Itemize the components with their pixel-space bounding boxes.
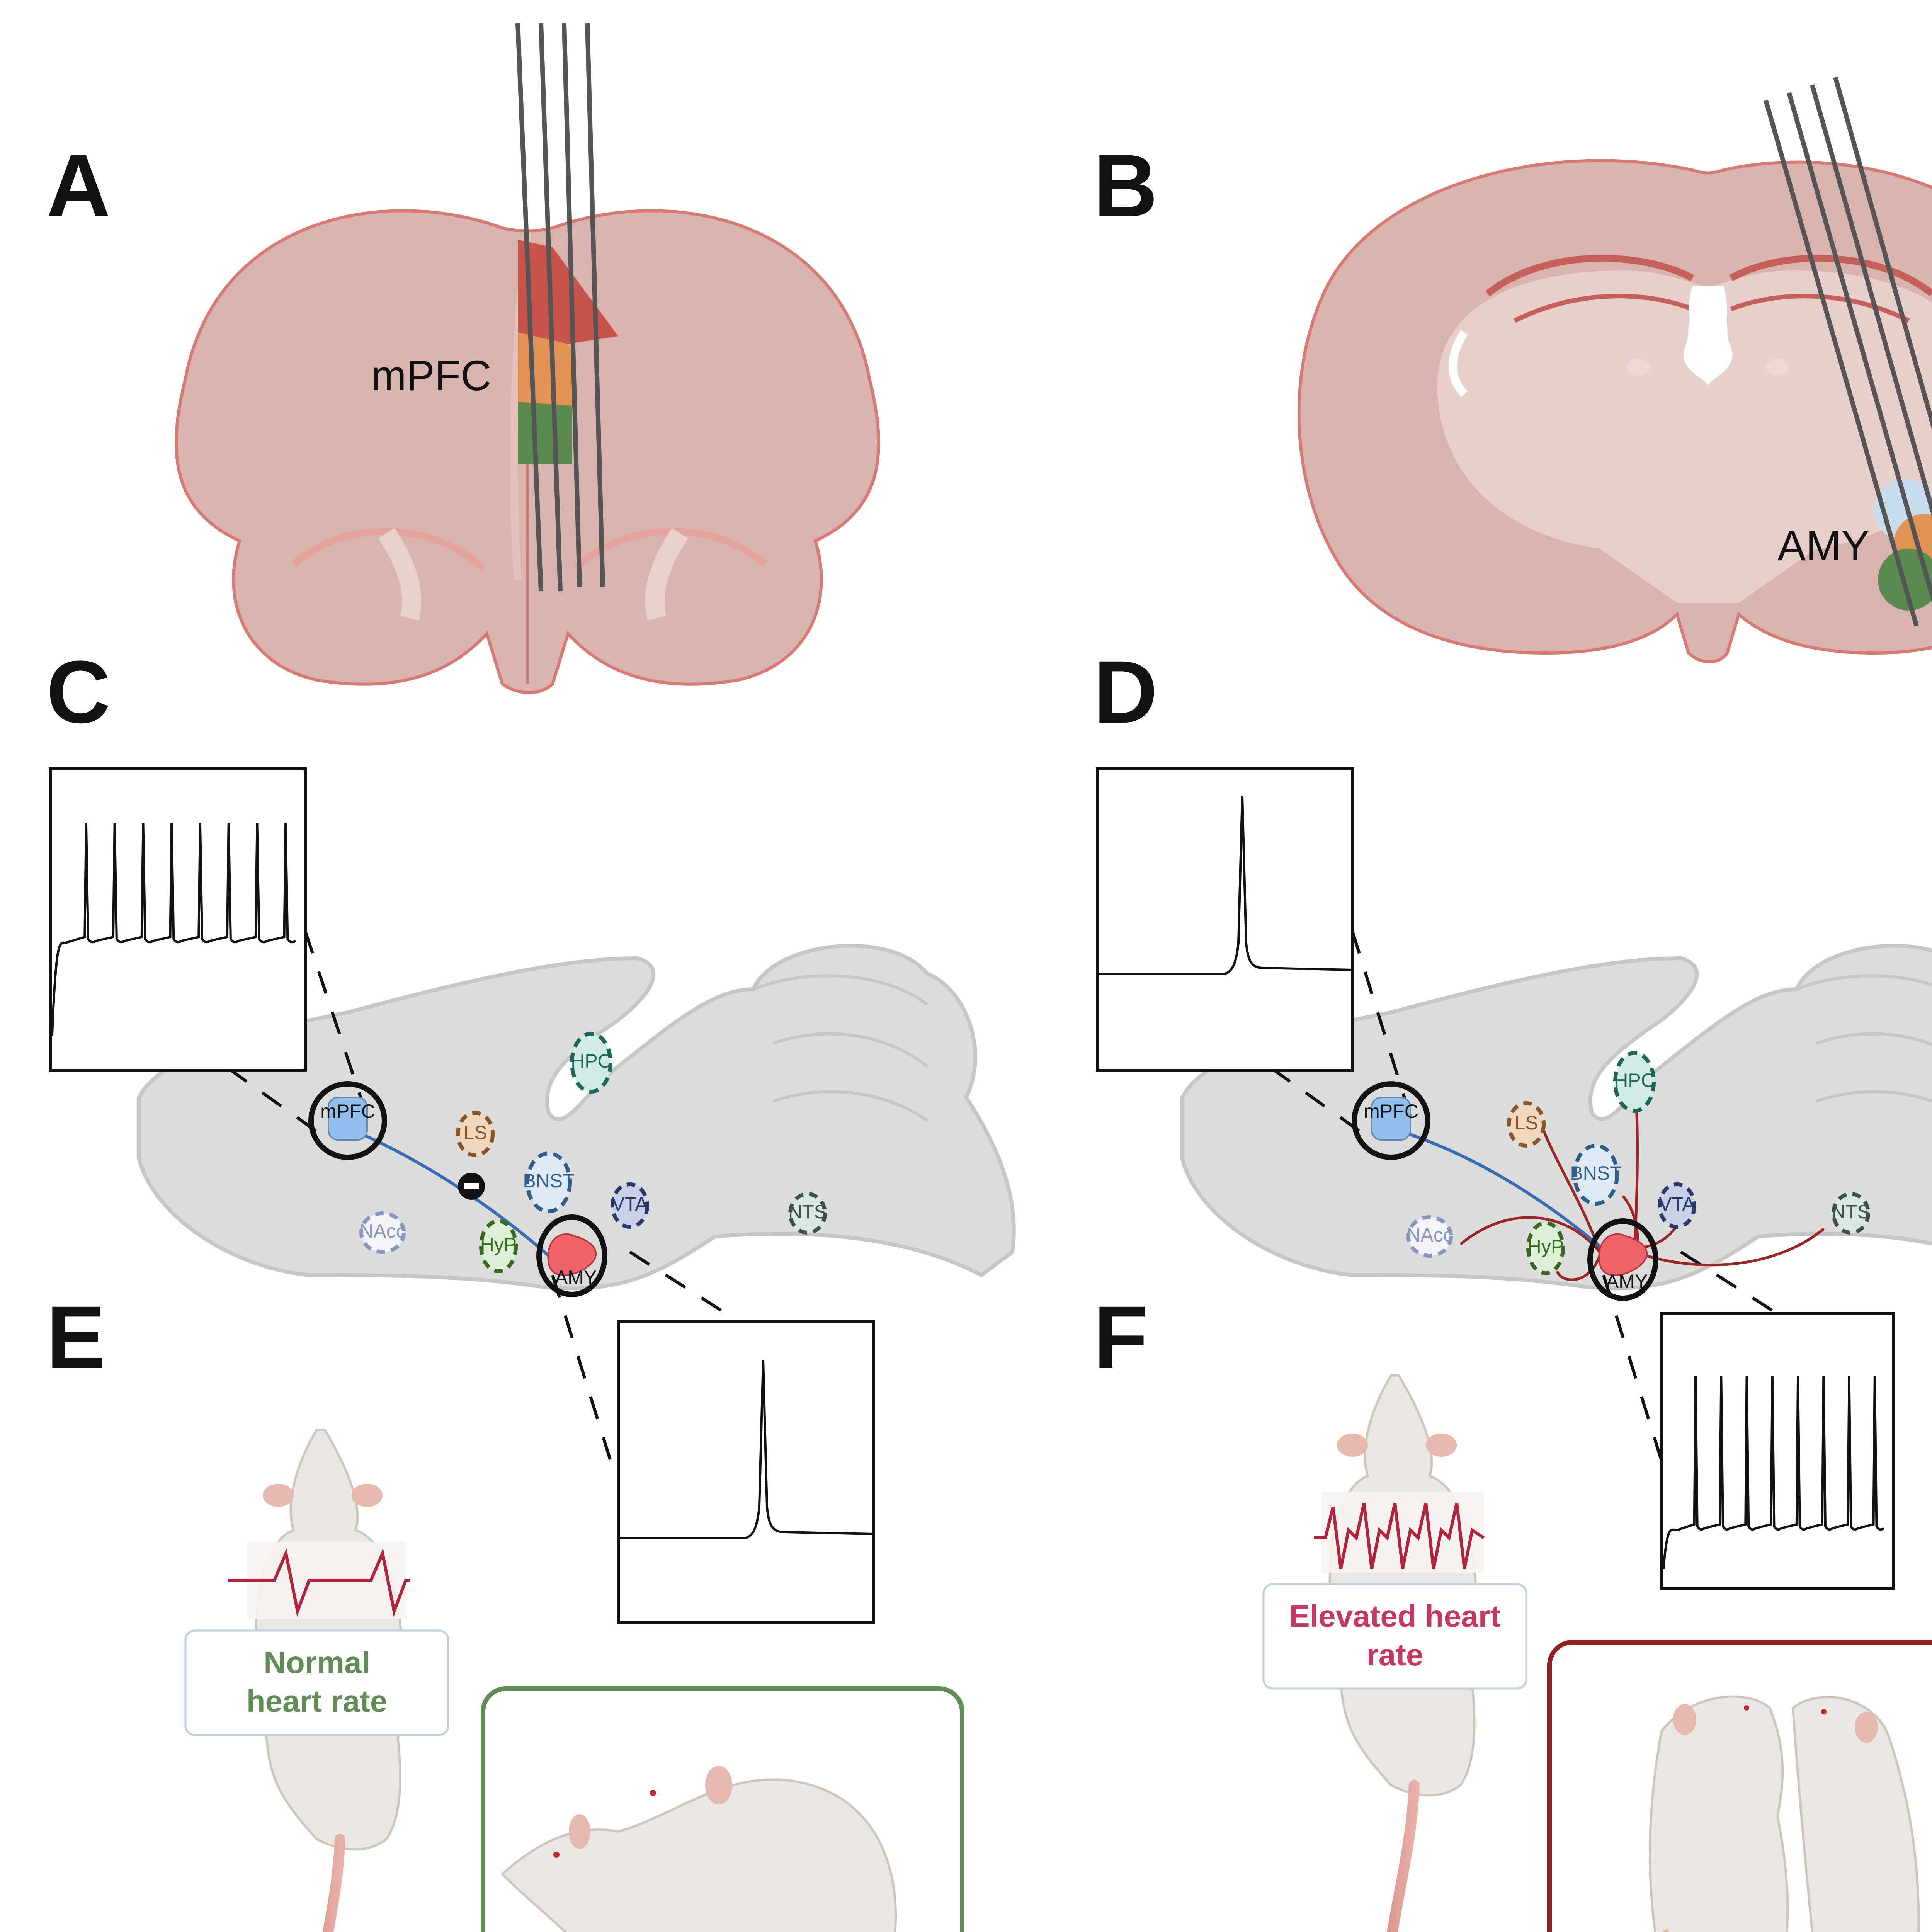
svg-text:BNST: BNST [1570, 1162, 1621, 1184]
svg-text:heart rate: heart rate [247, 1684, 388, 1718]
panel-f: F Elevated heart rate [1094, 1287, 1932, 1932]
trace-box-d-mpfc [1096, 767, 1354, 1072]
svg-text:AMY: AMY [555, 1267, 597, 1288]
svg-text:LS: LS [463, 1122, 487, 1143]
svg-text:HyP: HyP [480, 1234, 517, 1255]
region-hpc-d: HPC [1613, 1051, 1656, 1113]
svg-text:HPC: HPC [571, 1050, 612, 1072]
region-hyp-c: HyP [479, 1219, 518, 1273]
region-bnst-c: BNST [523, 1151, 575, 1213]
region-nacc-d: NAcc [1406, 1215, 1453, 1258]
region-vta-d: VTA [1658, 1182, 1696, 1229]
ecg-normal [228, 1548, 410, 1617]
svg-text:rate: rate [1367, 1638, 1423, 1672]
svg-text:VTA: VTA [1659, 1193, 1695, 1215]
svg-text:BNST: BNST [523, 1170, 574, 1192]
electrode-array-b [1764, 77, 1932, 627]
region-amy-d: AMY [1587, 1218, 1658, 1301]
svg-text:Elevated heart: Elevated heart [1289, 1599, 1501, 1633]
panel-e: E Normal heart rate Play [46, 1287, 964, 1932]
region-hyp-d: HyP [1526, 1221, 1565, 1275]
serious-fighting-box: Serious fighting [1547, 1640, 1932, 1932]
panel-letter-d: D [1094, 642, 1158, 742]
inhibition-marker [458, 1173, 485, 1200]
electrode-array-a [515, 23, 605, 592]
mpfc-label-a: mPFC [371, 352, 492, 400]
panel-letter-e: E [46, 1287, 105, 1387]
region-amy-c: AMY [536, 1214, 607, 1297]
svg-text:NTS: NTS [788, 1201, 827, 1223]
panel-letter-b: B [1094, 136, 1158, 235]
panel-a: A mPFC [46, 23, 880, 694]
coronal-brain-a: mPFC [175, 23, 880, 694]
region-mpfc-d: mPFC [1352, 1081, 1430, 1160]
trace-box-d-amy [1660, 1312, 1895, 1590]
panel-letter-f: F [1094, 1287, 1148, 1387]
panel-d: D mPFC LS [1094, 642, 1932, 1590]
svg-text:mPFC: mPFC [320, 1100, 375, 1122]
trace-box-c-mpfc [49, 767, 307, 1072]
sagittal-brain-d [1180, 944, 1932, 1291]
panel-letter-a: A [46, 136, 111, 235]
region-bnst-d: BNST [1570, 1144, 1622, 1206]
trace-box-c-amy [617, 1320, 875, 1624]
mpfc-amy-projection-c [347, 1127, 550, 1257]
region-vta-c: VTA [611, 1182, 649, 1229]
zoom-lines-d [1235, 930, 1779, 1461]
panel-b: B AMY [1094, 77, 1932, 663]
region-mpfc-c: mPFC [308, 1081, 387, 1160]
region-ls-c: LS [456, 1111, 495, 1157]
region-hpc-c: HPC [570, 1032, 612, 1094]
svg-text:VTA: VTA [612, 1193, 648, 1215]
svg-text:NAcc: NAcc [1406, 1224, 1452, 1246]
play-fighting-rats-illustration [500, 1766, 897, 1932]
amy-label-b: AMY [1777, 522, 1869, 570]
svg-text:AMY: AMY [1606, 1270, 1648, 1292]
svg-text:LS: LS [1514, 1112, 1538, 1134]
region-ls-d: LS [1507, 1101, 1546, 1148]
panel-letter-c: C [46, 642, 111, 742]
svg-text:Normal: Normal [264, 1645, 370, 1680]
heart-rate-box-e: Normal heart rate [184, 1629, 449, 1736]
region-nts-c: NTS [788, 1192, 827, 1235]
serious-fighting-rats-illustration [1649, 1695, 1920, 1932]
ecg-elevated [1314, 1503, 1485, 1569]
svg-text:NTS: NTS [1832, 1201, 1870, 1223]
svg-text:HPC: HPC [1614, 1070, 1655, 1091]
svg-text:HyP: HyP [1527, 1236, 1564, 1257]
panel-c: C mPFC LS HPC [46, 642, 1016, 1624]
svg-text:mPFC: mPFC [1364, 1100, 1418, 1122]
coronal-brain-b: AMY [1297, 77, 1932, 663]
region-nacc-c: NAcc [359, 1211, 406, 1254]
play-fighting-box: Play fighting [481, 1686, 964, 1932]
heart-rate-box-f: Elevated heart rate [1262, 1583, 1527, 1690]
svg-text:NAcc: NAcc [359, 1220, 405, 1242]
zoom-lines-c [192, 930, 728, 1461]
region-nts-d: NTS [1832, 1192, 1870, 1235]
